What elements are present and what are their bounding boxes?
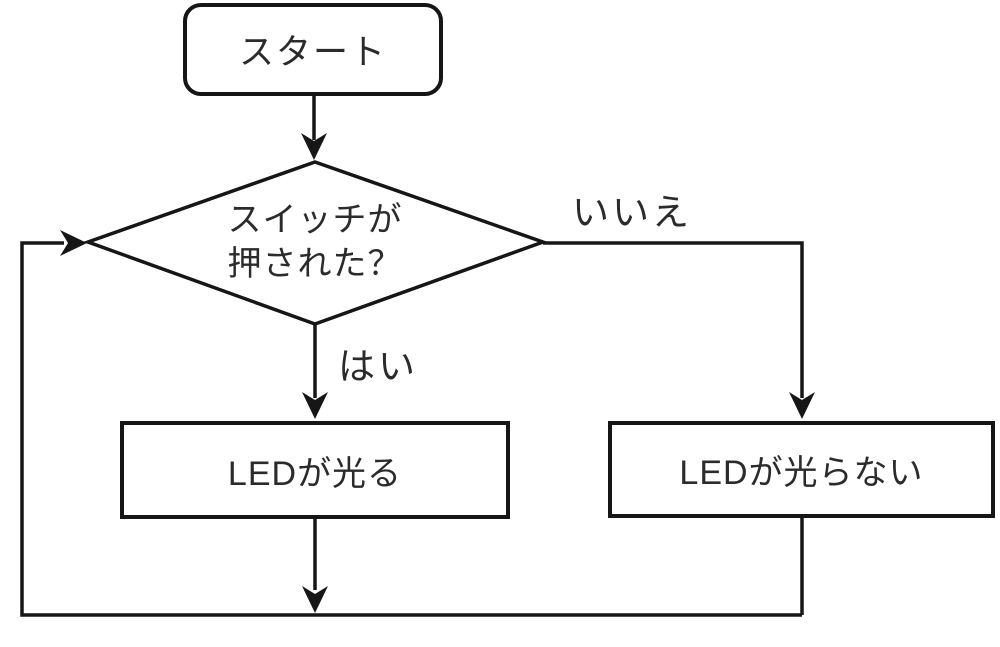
yes-edge-label: はい [338, 346, 418, 387]
led-on-node-label: LEDが光る [227, 454, 403, 493]
arrowhead-decision-top [301, 133, 327, 160]
decision-label-line1: スイッチが [227, 201, 403, 239]
edge-no-branch [543, 241, 804, 398]
edge-loop-back [20, 241, 802, 617]
no-edge-label: いいえ [572, 192, 692, 233]
led-off-node: LEDが光らない [608, 421, 995, 518]
decision-label-line2: 押された？ [227, 245, 403, 283]
led-off-node-label: LEDが光らない [679, 454, 924, 492]
led-on-node: LEDが光る [120, 421, 510, 519]
start-node: スタート [183, 3, 443, 96]
decision-node-label: スイッチが 押された？ [165, 198, 465, 286]
arrowhead-bottom-join [302, 586, 328, 613]
arrowhead-led-off-top [789, 392, 815, 419]
arrowhead-decision-left [60, 230, 87, 256]
start-node-label: スタート [238, 33, 387, 72]
arrowhead-led-on-top [302, 392, 328, 419]
